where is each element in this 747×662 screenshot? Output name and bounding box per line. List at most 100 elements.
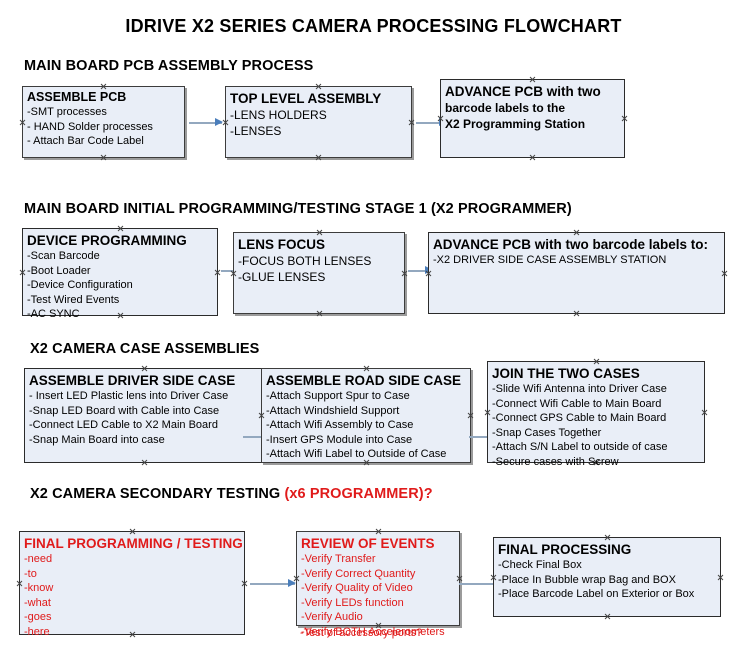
box-line: -Snap LED Board with Cable into Case — [29, 404, 220, 417]
box-line: -LENS HOLDERS — [230, 108, 327, 122]
box-title: REVIEW OF EVENTS — [301, 536, 435, 551]
box-line: -Device Configuration — [27, 279, 133, 291]
box-line: -need — [24, 553, 53, 565]
box-line: -X2 DRIVER SIDE CASE ASSEMBLY STATION — [433, 254, 667, 266]
box-line: -what — [24, 596, 51, 609]
box-lines: -Slide Wifi Antenna into Driver Case -Co… — [492, 382, 700, 469]
section-header-accent-text: (x6 PROGRAMMER)? — [284, 486, 433, 502]
section-header-main-board-initial-programming: MAIN BOARD INITIAL PROGRAMMING/TESTING S… — [24, 201, 572, 217]
resize-handle-bottom[interactable] — [573, 310, 580, 317]
section-header-x2-camera-secondary-testing: X2 CAMERA SECONDARY TESTING (x6 PROGRAMM… — [30, 486, 433, 502]
flow-box-device-programming[interactable]: DEVICE PROGRAMMING -Scan Barcode -Boot L… — [22, 228, 218, 320]
arrow-shaft — [408, 270, 432, 272]
section-header-main-board-pcb-assembly: MAIN BOARD PCB ASSEMBLY PROCESS — [24, 58, 313, 74]
box-title: FINAL PROGRAMMING / TESTING — [24, 536, 243, 551]
box-line: X2 Programming Station — [445, 117, 586, 131]
box-lines: -LENS HOLDERS -LENSES — [230, 107, 407, 139]
box-line: -Verify Audio — [301, 611, 363, 623]
resize-handle-bottom[interactable] — [529, 154, 536, 161]
resize-handle-bottom[interactable] — [315, 154, 322, 161]
box-line: -FOCUS BOTH LENSES — [238, 254, 372, 268]
flow-box-advance-pcb-to-x2-programming-station[interactable]: ADVANCE PCB with two barcode labels to t… — [440, 79, 625, 158]
box-lines: -SMT processes - HAND Solder processes -… — [27, 105, 180, 149]
box-line: -Verify Quality of Video — [301, 582, 413, 594]
flow-box-join-the-two-cases[interactable]: JOIN THE TWO CASES -Slide Wifi Antenna i… — [487, 361, 705, 468]
arrow-shaft — [469, 436, 495, 438]
resize-handle-bottom[interactable] — [100, 154, 107, 161]
arrow-shaft — [459, 583, 500, 585]
box-line: -SMT processes — [27, 106, 107, 118]
box-title: ADVANCE PCB with two — [445, 84, 601, 99]
box-lines: barcode labels to the X2 Programming Sta… — [445, 100, 620, 132]
flow-box-final-processing[interactable]: FINAL PROCESSING -Check Final Box -Place… — [493, 537, 721, 617]
flow-box-assemble-road-side-case[interactable]: ASSEMBLE ROAD SIDE CASE -Attach Support … — [261, 368, 471, 463]
box-line: - Insert LED Plastic lens into Driver Ca… — [29, 390, 229, 402]
connector-handle-right[interactable] — [721, 270, 728, 277]
box-title: ASSEMBLE PCB — [27, 90, 127, 104]
box-line: -Attach S/N Label to outside of case — [492, 441, 668, 453]
box-line: -Verify Correct Quantity — [301, 567, 416, 580]
section-header-x2-camera-case-assemblies: X2 CAMERA CASE ASSEMBLIES — [30, 341, 259, 357]
box-lines: -Check Final Box -Place In Bubble wrap B… — [498, 558, 716, 602]
box-line: -Attach Windshield Support — [266, 404, 400, 417]
box-line: -Check Final Box — [498, 559, 582, 571]
page-title: IDRIVE X2 SERIES CAMERA PROCESSING FLOWC… — [125, 16, 622, 36]
box-line: -Test Wired Events — [27, 293, 120, 306]
box-line: -Connect LED Cable to X2 Main Board — [29, 419, 218, 431]
box-line: -Verify BOTH Accelerometers — [301, 625, 445, 638]
box-line: -Place In Bubble wrap Bag and BOX — [498, 573, 676, 586]
box-title: DEVICE PROGRAMMING — [27, 233, 187, 248]
arrow-shaft — [243, 436, 269, 438]
box-line: -Connect Wifi Cable to Main Board — [492, 397, 662, 410]
box-title: ADVANCE PCB with two barcode labels to: — [433, 237, 709, 252]
box-line: - Attach Bar Code Label — [27, 135, 144, 147]
arrow-final-programming-to-review-of-events — [250, 579, 296, 588]
arrow-shaft — [250, 583, 295, 585]
arrow-shaft — [416, 122, 446, 124]
box-line: -AC SYNC — [27, 308, 80, 320]
box-line: -Snap Cases Together — [492, 426, 602, 439]
box-line: -Verify LEDs function — [301, 596, 404, 609]
box-line: -Scan Barcode — [27, 250, 100, 262]
box-line: -Attach Wifi Assembly to Case — [266, 419, 414, 431]
box-line: -to — [24, 567, 37, 580]
flow-box-assemble-driver-side-case[interactable]: ASSEMBLE DRIVER SIDE CASE - Insert LED P… — [24, 368, 264, 463]
flow-box-lens-focus[interactable]: LENS FOCUS -FOCUS BOTH LENSES -GLUE LENS… — [233, 232, 405, 314]
box-line: -Secure cases with Screw — [492, 455, 619, 468]
box-line: -Boot Loader — [27, 264, 91, 277]
flow-box-top-level-assembly[interactable]: TOP LEVEL ASSEMBLY -LENS HOLDERS -LENSES — [225, 86, 412, 158]
resize-handle-bottom[interactable] — [604, 613, 611, 620]
arrow-shaft — [189, 122, 222, 124]
box-lines: -Scan Barcode -Boot Loader -Device Confi… — [27, 249, 213, 322]
section-header-text: X2 CAMERA SECONDARY TESTING — [30, 486, 285, 502]
resize-handle-bottom[interactable] — [141, 459, 148, 466]
box-line: -Insert GPS Module into Case — [266, 433, 413, 446]
box-line: -Snap Main Board into case — [29, 433, 165, 446]
box-line: - HAND Solder processes — [27, 120, 153, 133]
box-line-overflow-review-of-events: -Test of accessory ports? — [300, 627, 423, 639]
box-lines: -need -to -know -what -goes -here — [24, 552, 240, 639]
box-lines: -Attach Support Spur to Case -Attach Win… — [266, 389, 466, 462]
box-lines: -Verify Transfer -Verify Correct Quantit… — [301, 552, 455, 639]
flow-box-final-programming-testing[interactable]: FINAL PROGRAMMING / TESTING -need -to -k… — [19, 531, 245, 638]
box-line: -Attach Support Spur to Case — [266, 390, 410, 402]
section-header-text: MAIN BOARD INITIAL PROGRAMMING/TESTING S… — [24, 201, 572, 217]
box-line: -Slide Wifi Antenna into Driver Case — [492, 383, 667, 395]
flow-box-advance-pcb-to-driver-side-case-assembly[interactable]: ADVANCE PCB with two barcode labels to: … — [428, 232, 725, 314]
section-header-text: MAIN BOARD PCB ASSEMBLY PROCESS — [24, 58, 314, 74]
box-line: -know — [24, 582, 54, 594]
box-lines: -FOCUS BOTH LENSES -GLUE LENSES — [238, 253, 400, 285]
flow-box-assemble-pcb[interactable]: ASSEMBLE PCB -SMT processes - HAND Solde… — [22, 86, 185, 158]
arrow-head-icon — [288, 579, 296, 587]
arrow-head-icon — [215, 118, 223, 126]
box-line: -Connect GPS Cable to Main Board — [492, 412, 667, 424]
box-line: -Verify Transfer — [301, 553, 376, 565]
box-line: -Attach Wifi Label to Outside of Case — [266, 448, 447, 460]
box-lines: -X2 DRIVER SIDE CASE ASSEMBLY STATION — [433, 253, 720, 268]
flow-box-review-of-events[interactable]: REVIEW OF EVENTS -Verify Transfer -Verif… — [296, 531, 460, 638]
box-title: JOIN THE TWO CASES — [492, 366, 640, 381]
box-title: ASSEMBLE ROAD SIDE CASE — [266, 373, 462, 388]
resize-handle-bottom[interactable] — [316, 310, 323, 317]
box-lines: - Insert LED Plastic lens into Driver Ca… — [29, 389, 259, 447]
